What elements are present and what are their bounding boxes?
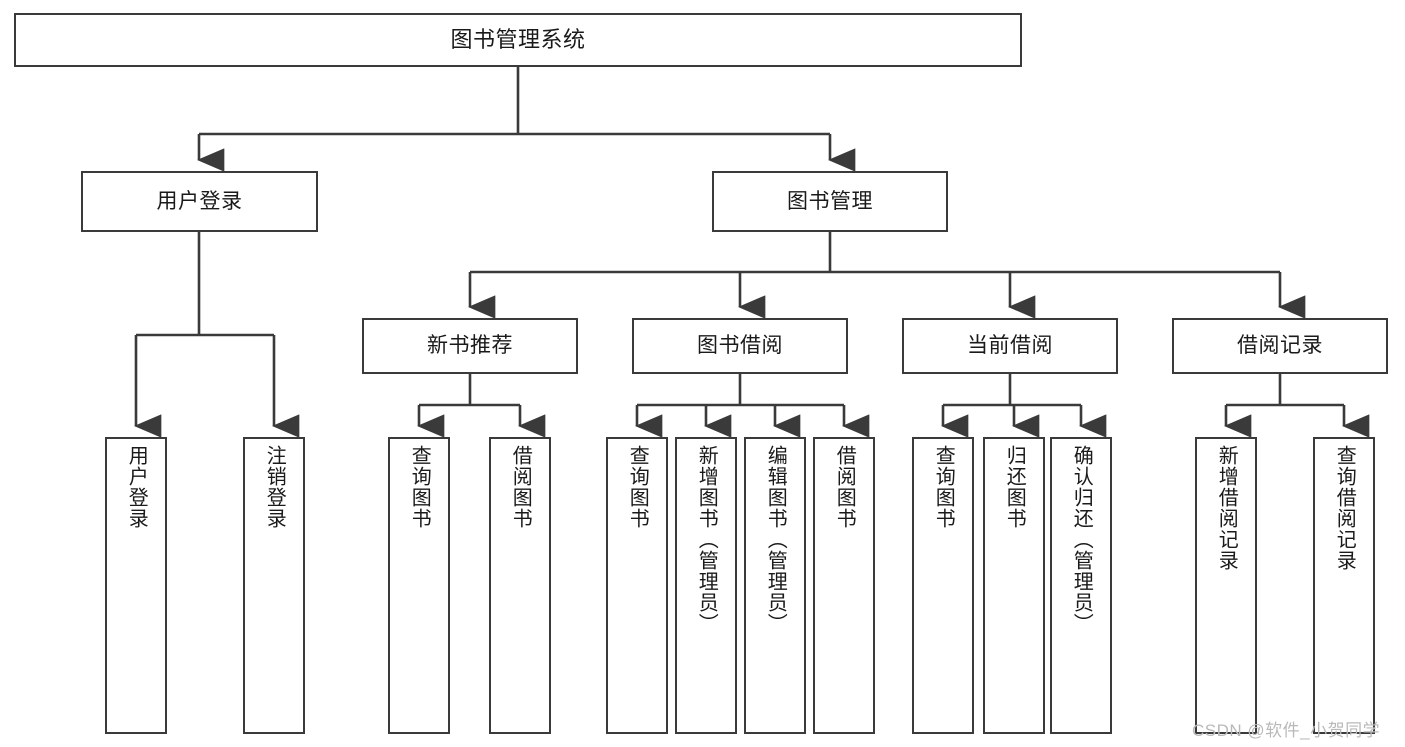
node-level3-current-borrow[interactable]: 当前借阅 xyxy=(902,318,1118,374)
node-level3-borrow-records[interactable]: 借阅记录 xyxy=(1172,318,1388,374)
leaf-node[interactable]: 确认归还（管理员） xyxy=(1050,437,1112,734)
node-label: 新书推荐 xyxy=(427,334,513,358)
node-label: 编辑图书（管理员） xyxy=(764,445,787,634)
node-label: 借阅图书 xyxy=(509,445,532,529)
node-label: 新增图书（管理员） xyxy=(695,445,718,634)
leaf-node[interactable]: 查询借阅记录 xyxy=(1313,437,1375,734)
node-label: 借阅记录 xyxy=(1237,334,1323,358)
leaf-node[interactable]: 注销登录 xyxy=(243,437,305,734)
node-label: 注销登录 xyxy=(263,445,286,529)
node-label: 归还图书 xyxy=(1003,445,1026,529)
node-label: 查询图书 xyxy=(932,445,955,529)
node-level2-user-login[interactable]: 用户登录 xyxy=(81,171,318,232)
leaf-node[interactable]: 借阅图书 xyxy=(489,437,551,734)
leaf-node[interactable]: 新增借阅记录 xyxy=(1195,437,1257,734)
watermark: CSDN @软件_小贺同学 xyxy=(1192,721,1381,740)
leaf-node[interactable]: 借阅图书 xyxy=(813,437,875,734)
node-label: 图书管理 xyxy=(787,189,873,213)
node-label: 确认归还（管理员） xyxy=(1070,445,1093,634)
node-level3-book-borrow[interactable]: 图书借阅 xyxy=(632,318,848,374)
node-label: 图书借阅 xyxy=(697,334,783,358)
node-label: 查询图书 xyxy=(408,445,431,529)
node-root[interactable]: 图书管理系统 xyxy=(14,13,1022,67)
node-label: 用户登录 xyxy=(156,189,243,213)
leaf-node[interactable]: 查询图书 xyxy=(388,437,450,734)
leaf-node[interactable]: 编辑图书（管理员） xyxy=(744,437,806,734)
node-label: 新增借阅记录 xyxy=(1215,445,1238,571)
leaf-node[interactable]: 查询图书 xyxy=(912,437,974,734)
leaf-node[interactable]: 归还图书 xyxy=(983,437,1045,734)
node-label: 用户登录 xyxy=(125,445,148,529)
node-label: 查询图书 xyxy=(626,445,649,529)
leaf-node[interactable]: 用户登录 xyxy=(105,437,167,734)
node-level3-new-book-recommend[interactable]: 新书推荐 xyxy=(362,318,578,374)
node-label: 图书管理系统 xyxy=(450,26,586,52)
node-level2-book-management[interactable]: 图书管理 xyxy=(712,171,948,232)
node-label: 借阅图书 xyxy=(833,445,856,529)
node-label: 当前借阅 xyxy=(967,334,1053,358)
leaf-node[interactable]: 查询图书 xyxy=(606,437,668,734)
leaf-node[interactable]: 新增图书（管理员） xyxy=(675,437,737,734)
node-label: 查询借阅记录 xyxy=(1333,445,1356,571)
